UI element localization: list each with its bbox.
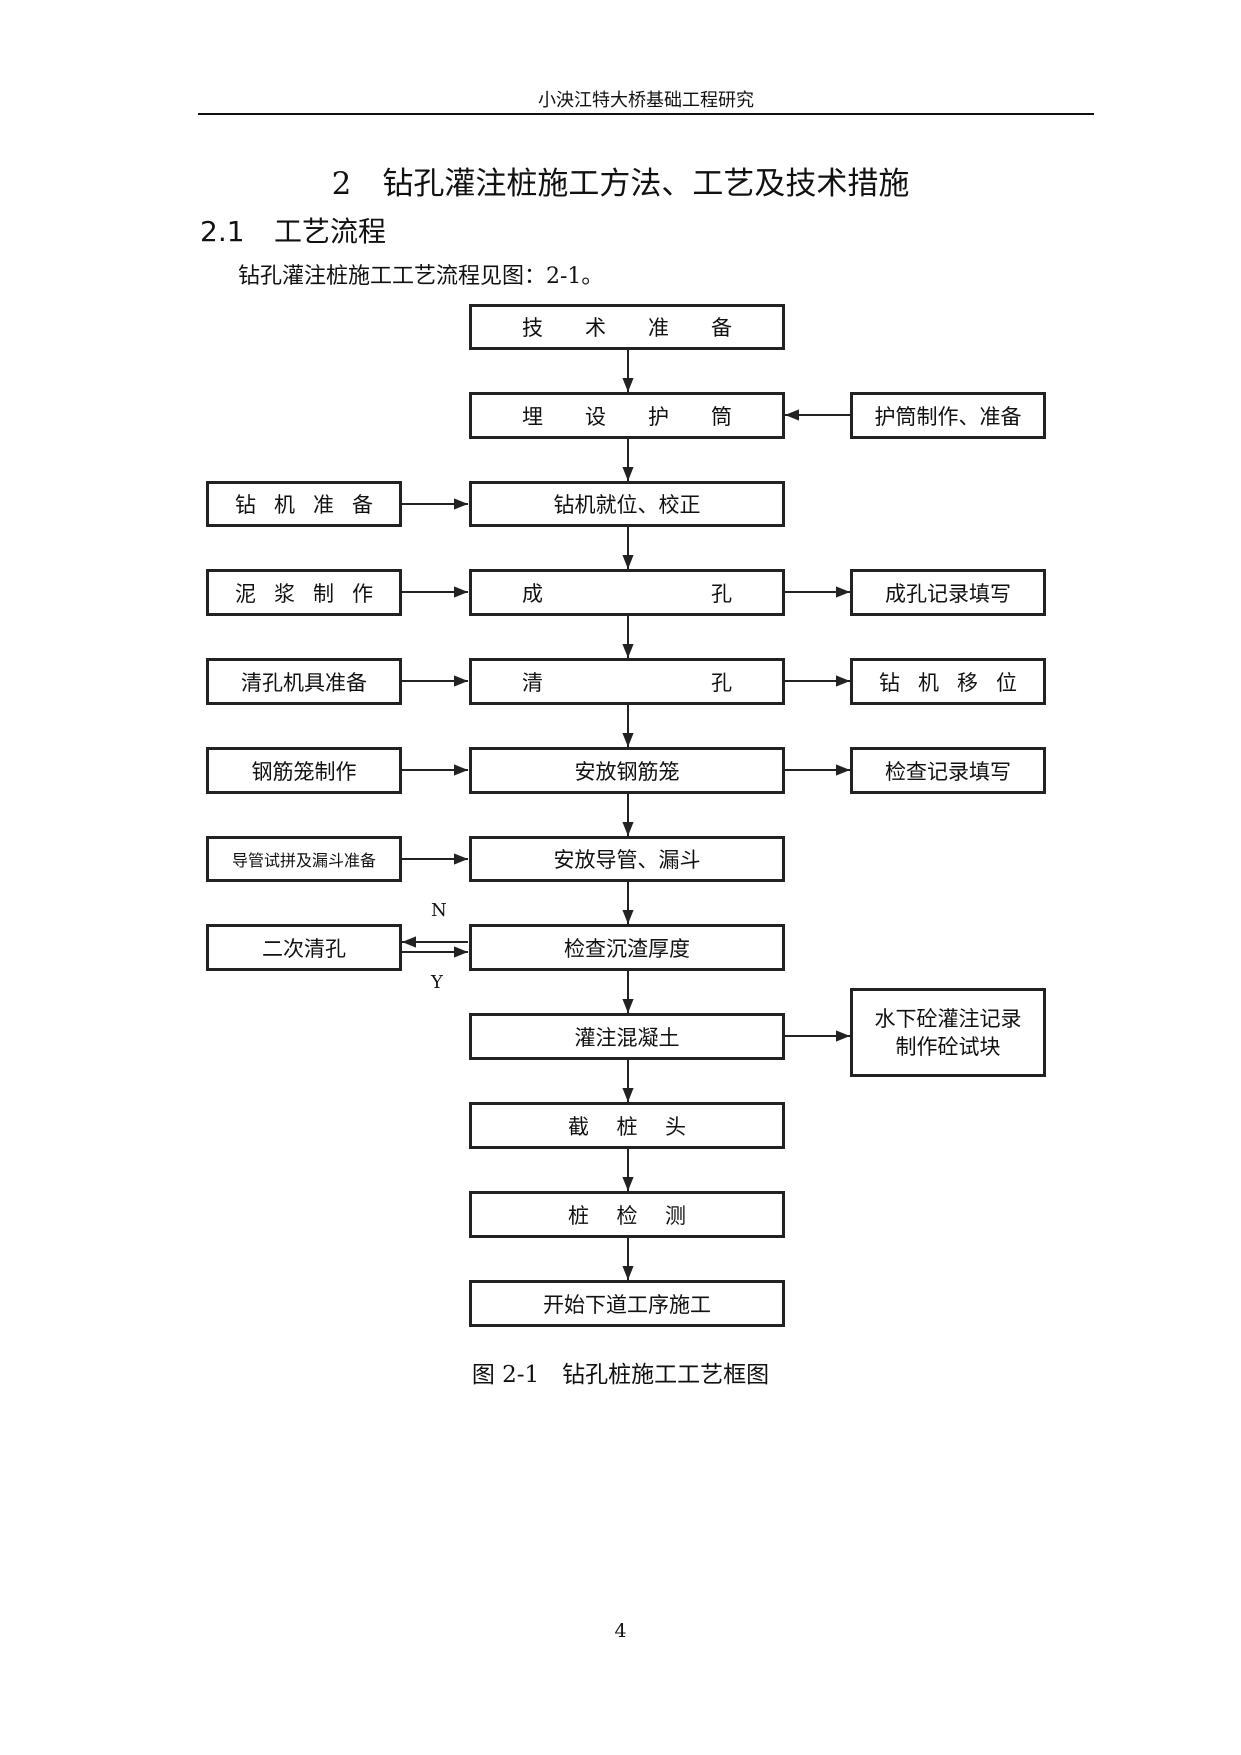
step-rig-position: 钻机就位、校正 [469, 481, 785, 527]
input-tools-prep: 清孔机具准备 [206, 658, 402, 705]
input-rig-prep-char: 钻 [235, 493, 256, 517]
section-title: 2 钻孔灌注桩施工方法、工艺及技术措施 [331, 166, 910, 202]
branch-second-clean: 二次清孔 [206, 924, 402, 971]
step-pile-test-char: 检 [616, 1203, 638, 1228]
intro-paragraph: 钻孔灌注桩施工工艺流程见图：2-1。 [238, 264, 604, 289]
step-pour-concrete: 灌注混凝土 [469, 1013, 785, 1060]
step-tech-prep-char: 备 [711, 316, 732, 340]
output-drill-record: 成孔记录填写 [850, 569, 1046, 616]
step-place-tremie: 安放导管、漏斗 [469, 836, 785, 882]
step-bury-casing-char: 设 [585, 404, 606, 429]
step-bury-casing-char: 护 [648, 404, 669, 429]
step-drill-hole-char: 成 [522, 581, 543, 606]
branch-label-yes: Y [431, 972, 443, 993]
output-rig-move: 钻机移位 [850, 658, 1046, 705]
step-cut-head: 截桩头 [469, 1102, 785, 1149]
output-pour-record: 水下砼灌注记录 制作砼试块 [850, 988, 1046, 1077]
input-rig-prep-char: 备 [352, 493, 373, 517]
step-tech-prep: 技术准备 [469, 304, 785, 350]
step-clean-hole-char: 孔 [711, 670, 732, 695]
step-drill-hole-char: 孔 [711, 581, 732, 606]
input-rig-prep-char: 准 [313, 493, 334, 517]
step-tech-prep-char: 术 [585, 316, 606, 340]
step-tech-prep-char: 准 [648, 316, 669, 340]
step-bury-casing: 埋设护筒 [469, 392, 785, 439]
input-cage-making: 钢筋笼制作 [206, 747, 402, 794]
output-rig-move-char: 移 [957, 670, 978, 695]
step-bury-casing-char: 埋 [522, 404, 543, 429]
subsection-number: 2.1 [200, 215, 245, 248]
running-header: 小泱江特大桥基础工程研究 [538, 90, 754, 111]
branch-label-no: N [431, 900, 447, 921]
output-rig-move-char: 位 [996, 670, 1017, 695]
input-tremie-prep: 导管试拼及漏斗准备 [206, 836, 402, 882]
step-drill-hole: 成孔 [469, 569, 785, 616]
input-mud-making: 泥浆制作 [206, 569, 402, 616]
figure-caption: 图 2-1 钻孔桩施工工艺框图 [471, 1362, 770, 1388]
input-rig-prep: 钻机准备 [206, 481, 402, 527]
step-place-cage: 安放钢筋笼 [469, 747, 785, 794]
output-check-record: 检查记录填写 [850, 747, 1046, 794]
header-rule [198, 113, 1094, 115]
input-mud-making-char: 浆 [274, 581, 295, 606]
step-bury-casing-char: 筒 [711, 404, 732, 429]
step-cut-head-char: 截 [568, 1114, 589, 1139]
step-clean-hole: 清孔 [469, 658, 785, 705]
input-mud-making-char: 泥 [235, 581, 256, 606]
step-pile-test-char: 测 [665, 1203, 686, 1228]
page-number: 4 [614, 1620, 627, 1642]
step-clean-hole-char: 清 [522, 670, 543, 695]
step-pile-test: 桩检测 [469, 1191, 785, 1238]
output-rig-move-char: 机 [918, 670, 939, 695]
output-pour-record-line: 制作砼试块 [895, 1034, 1001, 1059]
input-mud-making-char: 作 [352, 581, 373, 606]
step-pile-test-char: 桩 [568, 1203, 589, 1228]
output-rig-move-char: 钻 [879, 670, 900, 695]
step-cut-head-char: 桩 [616, 1114, 638, 1139]
step-tech-prep-char: 技 [522, 316, 543, 340]
input-mud-making-char: 制 [313, 581, 334, 606]
step-check-sediment: 检查沉渣厚度 [469, 924, 785, 971]
input-casing-making: 护筒制作、准备 [850, 392, 1046, 439]
input-rig-prep-char: 机 [274, 493, 295, 517]
subsection-heading: 2.1 工艺流程 [200, 210, 386, 250]
step-next-process: 开始下道工序施工 [469, 1280, 785, 1327]
step-cut-head-char: 头 [665, 1114, 686, 1139]
subsection-title: 工艺流程 [274, 215, 387, 248]
output-pour-record-line: 水下砼灌注记录 [874, 1006, 1022, 1031]
